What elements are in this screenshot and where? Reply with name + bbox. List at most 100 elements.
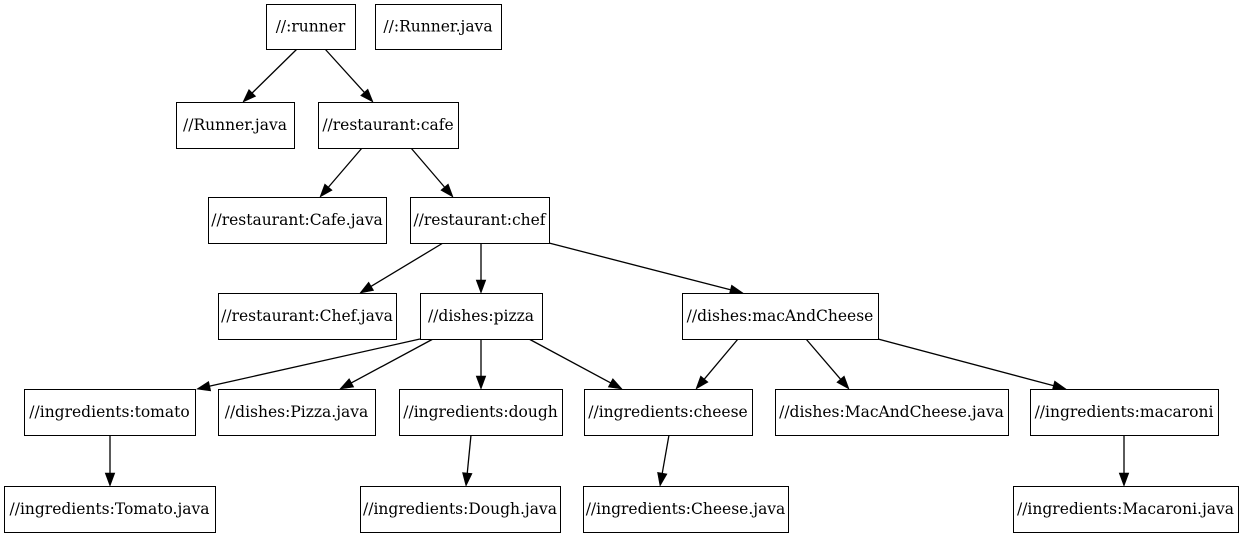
- node-label: //ingredients:Macaroni.java: [1017, 500, 1234, 518]
- graph-node-mac_java[interactable]: //dishes:MacAndCheese.java: [774, 388, 1010, 437]
- node-label: //restaurant:cafe: [322, 116, 453, 134]
- graph-node-ing_macaroni[interactable]: //ingredients:macaroni: [1029, 388, 1220, 437]
- node-label: //ingredients:Dough.java: [363, 500, 557, 518]
- node-label: //dishes:MacAndCheese.java: [779, 403, 1004, 421]
- node-box[interactable]: [582, 485, 790, 534]
- node-label: //Runner.java: [183, 116, 287, 134]
- node-box[interactable]: [317, 101, 460, 150]
- graph-node-restaurant_chef[interactable]: //restaurant:chef: [409, 196, 551, 245]
- node-box[interactable]: [419, 292, 544, 341]
- nodes-layer: //:runner //:Runner.java //Runner.java //re…: [3, 3, 1240, 534]
- graph-node-dishes_mac[interactable]: //dishes:macAndCheese: [681, 292, 880, 341]
- graph-node-runner_java[interactable]: //Runner.java: [175, 101, 296, 150]
- edge-line: [324, 48, 365, 93]
- edge-arrowhead-icon: [657, 471, 668, 487]
- edge-line: [877, 338, 1054, 387]
- node-box[interactable]: [409, 196, 551, 245]
- edge-arrowhead-icon: [695, 375, 709, 390]
- graph-edge: [475, 243, 487, 294]
- edge-arrowhead-icon: [359, 281, 375, 294]
- edge-arrowhead-icon: [339, 378, 355, 390]
- node-label: //dishes:macAndCheese: [687, 307, 874, 325]
- node-box[interactable]: [359, 485, 562, 534]
- graph-edge: [805, 338, 850, 390]
- graph-edge: [475, 339, 487, 390]
- node-box[interactable]: [681, 292, 880, 341]
- graph-edge: [528, 338, 623, 390]
- graph-edge: [324, 48, 374, 103]
- graph-node-ing_dough[interactable]: //ingredients:dough: [398, 388, 564, 437]
- node-box[interactable]: [217, 388, 377, 437]
- graph-node-chef_java[interactable]: //restaurant:Chef.java: [217, 292, 398, 341]
- node-box[interactable]: [217, 292, 398, 341]
- node-label: //ingredients:tomato: [29, 403, 189, 421]
- graph-edge: [359, 242, 444, 294]
- graph-node-ing_cheese[interactable]: //ingredients:cheese: [583, 388, 754, 437]
- edge-arrowhead-icon: [836, 375, 850, 390]
- node-label: //restaurant:Chef.java: [221, 307, 393, 325]
- node-box[interactable]: [1029, 388, 1220, 437]
- edge-line: [351, 338, 434, 384]
- graph-edge: [196, 338, 421, 392]
- edge-line: [327, 147, 363, 188]
- edge-arrowhead-icon: [319, 183, 333, 198]
- node-label: //ingredients:Cheese.java: [586, 500, 786, 518]
- node-box[interactable]: [583, 388, 754, 437]
- edge-arrowhead-icon: [475, 279, 487, 294]
- graph-edge: [1118, 435, 1130, 487]
- graph-node-dishes_pizza[interactable]: //dishes:pizza: [419, 292, 544, 341]
- node-box[interactable]: [265, 3, 357, 51]
- edge-arrowhead-icon: [440, 183, 454, 198]
- edge-line: [703, 338, 739, 380]
- edge-line: [410, 147, 446, 188]
- edge-line: [548, 242, 731, 291]
- graph-node-tomato_java[interactable]: //ingredients:Tomato.java: [3, 485, 217, 534]
- node-label: //dishes:pizza: [428, 307, 534, 325]
- graph-edge: [410, 147, 454, 198]
- node-label: //:runner: [276, 18, 346, 36]
- graph-edge: [548, 242, 744, 295]
- edge-arrowhead-icon: [104, 472, 116, 487]
- edge-line: [661, 434, 670, 474]
- graph-edge: [242, 48, 298, 103]
- edge-arrowhead-icon: [607, 378, 623, 390]
- node-label: //:Runner.java: [383, 18, 492, 36]
- graph-edge: [339, 338, 434, 390]
- node-box[interactable]: [398, 388, 564, 437]
- edge-arrowhead-icon: [475, 375, 487, 390]
- node-box[interactable]: [207, 196, 388, 245]
- node-box[interactable]: [3, 485, 217, 534]
- graph-node-cheese_java[interactable]: //ingredients:Cheese.java: [582, 485, 790, 534]
- edge-line: [251, 48, 298, 94]
- graph-node-dough_java[interactable]: //ingredients:Dough.java: [359, 485, 562, 534]
- graph-edge: [877, 338, 1067, 391]
- node-box[interactable]: [23, 388, 197, 437]
- node-box[interactable]: [1012, 485, 1240, 534]
- node-box[interactable]: [175, 101, 296, 150]
- graph-node-restaurant_cafe[interactable]: //restaurant:cafe: [317, 101, 460, 150]
- edge-arrowhead-icon: [360, 88, 374, 103]
- graph-edge: [695, 338, 739, 390]
- node-label: //ingredients:dough: [403, 403, 557, 421]
- edge-arrowhead-icon: [196, 380, 212, 392]
- edge-line: [466, 434, 472, 474]
- graph-node-macaroni_java[interactable]: //ingredients:Macaroni.java: [1012, 485, 1240, 534]
- node-box[interactable]: [374, 3, 503, 51]
- edge-arrowhead-icon: [242, 88, 257, 103]
- graph-edge: [462, 434, 473, 487]
- node-box[interactable]: [774, 388, 1010, 437]
- graph-edge: [104, 435, 116, 487]
- graph-node-pizza_java[interactable]: //dishes:Pizza.java: [217, 388, 377, 437]
- graph-node-cafe_java[interactable]: //restaurant:Cafe.java: [207, 196, 388, 245]
- node-label: //ingredients:macaroni: [1035, 403, 1214, 421]
- edge-arrowhead-icon: [462, 472, 473, 487]
- graph-node-ing_tomato[interactable]: //ingredients:tomato: [23, 388, 197, 437]
- node-label: //ingredients:cheese: [588, 403, 747, 421]
- graph-edge: [657, 434, 670, 487]
- graph-node-runner[interactable]: //:runner: [265, 3, 357, 51]
- graph-node-root_runner_java[interactable]: //:Runner.java: [374, 3, 503, 51]
- edge-line: [805, 338, 842, 380]
- edge-arrowhead-icon: [1118, 472, 1130, 487]
